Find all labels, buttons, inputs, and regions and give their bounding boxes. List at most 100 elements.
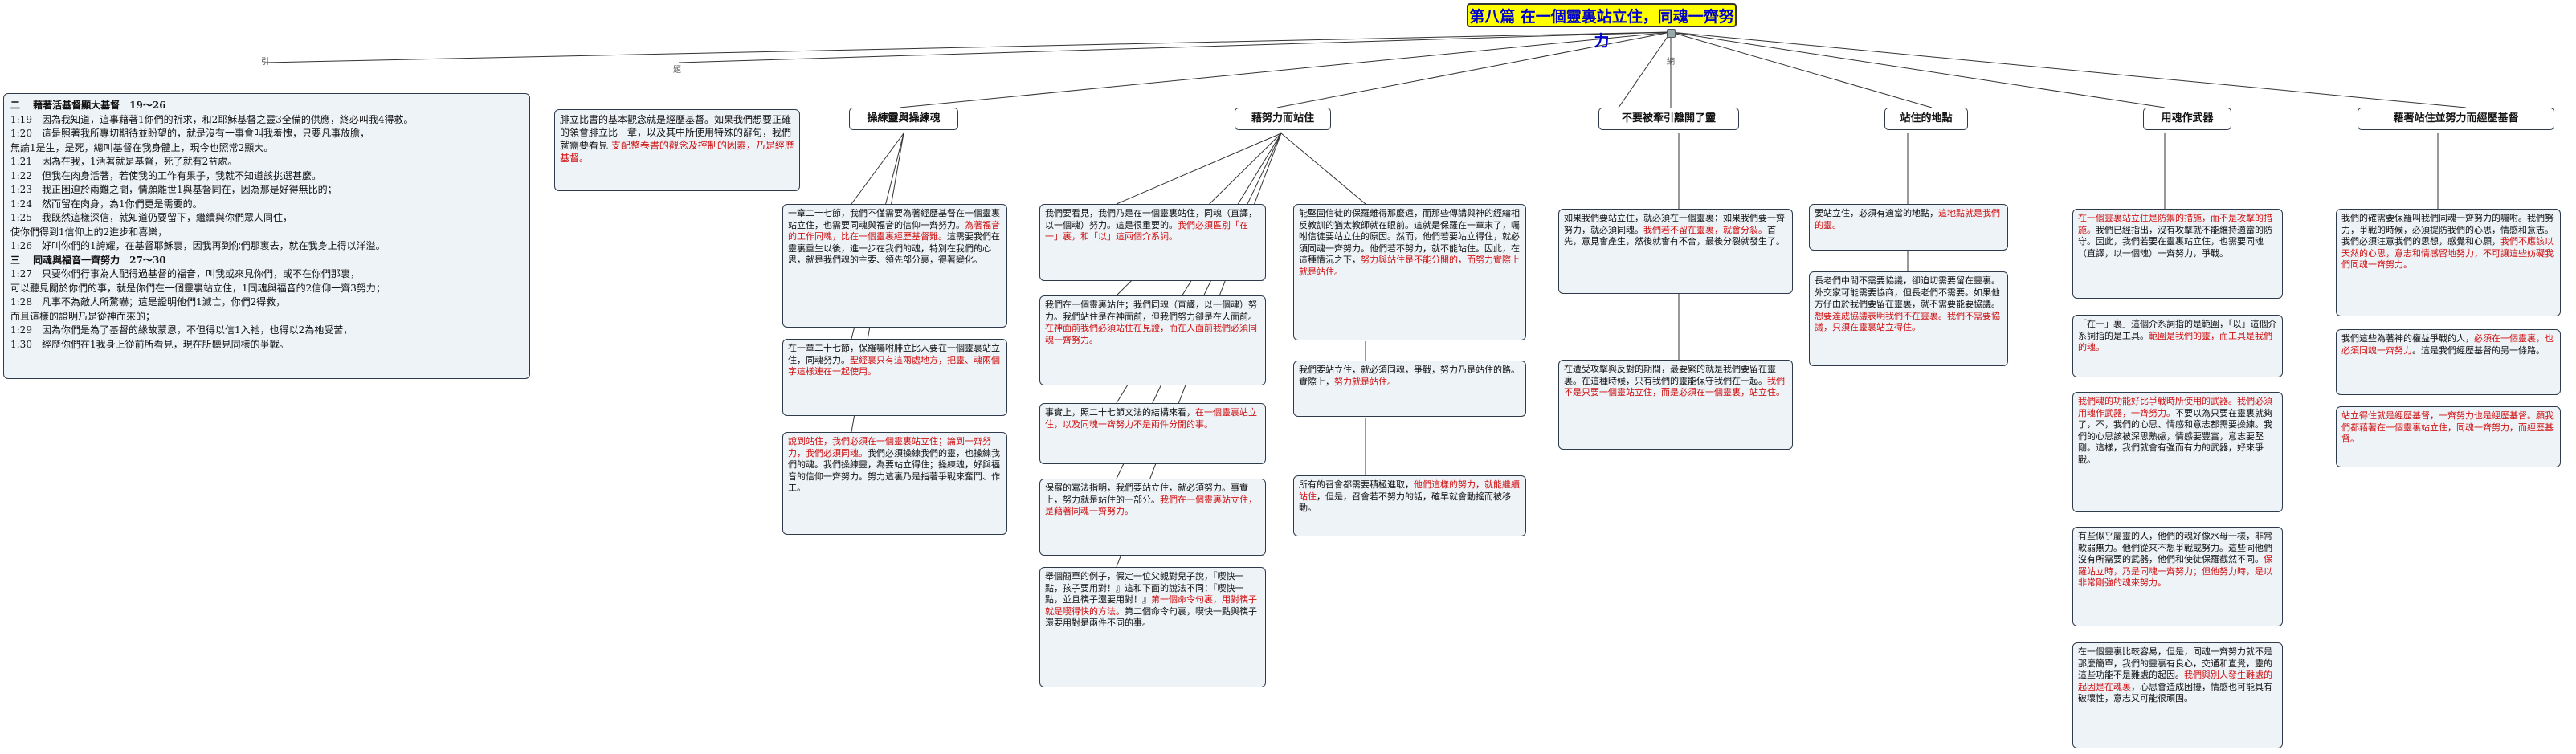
note-f3: 我們魂的功能好比爭戰時所使用的武器。我們必須用魂作武器，一齊努力。不要以為只要在… (2072, 392, 2283, 512)
note-text: ，心思會造成困擾，情感也可能具有破壞性，意志又可能很頑固。 (2078, 681, 2272, 704)
note-text: 腓立比書的基本觀念就是經歷基督。如果我們想要正確的領會腓立比一章，以及其中所使用… (560, 114, 792, 151)
note-b3: 事實上，照二十七節文法的結構來看，在一個靈裏站立住，以及同魂一齊努力不是兩件分開… (1039, 403, 1266, 464)
emphasis-text: 保羅站立時，乃是同魂一齊努力；但他努力時，是以非常剛強的魂來努力。 (2078, 554, 2272, 588)
note-b2: 我們在一個靈裏站住；我們同魂（直譯，以一個魂）努力。我們站住是在神面前，但我們努… (1039, 295, 1266, 385)
scripture-line: 使你們得到1信仰上的2進步和喜樂， (10, 226, 168, 238)
scripture-line: 1:27 只要你們行事為人配得過基督的福音，叫我或來見你們，或不在你們那裏， (10, 268, 360, 279)
emphasis-text: 努力就是站住。 (1334, 376, 1396, 387)
note-text: 我們要看見，我們乃是在一個靈裏站住，同魂（直譯，以一個魂）努力。這是很重要的。 (1045, 208, 1257, 230)
note-c1: 能堅固信徒的保羅離得那麼遠，而那些傳講與神的經綸相反教訓的猶太教師就在眼前。這就… (1293, 204, 1526, 340)
emphasis-text: 我們不應該以天然的心思，意志和情感留地努力，不可讓這些妨礙我們同魂一齊努力。 (2341, 236, 2554, 270)
emphasis-text: 支配整卷書的觀念及控制的因素，乃是經歷基督。 (560, 140, 794, 164)
emphasis-text: 在一個靈裏站立住是防禦的措施，而不是攻擊的措施。 (2078, 213, 2272, 235)
edge-label-right: 網 (1667, 58, 1675, 67)
note-text: 如果我們要站立住，就必須在一個靈裏；如果我們要一齊努力，就必須同魂。 (1564, 213, 1785, 235)
edge-label-left: 引 (261, 58, 269, 67)
topic-stand-by-striving[interactable]: 藉努力而站住 (1235, 108, 1331, 130)
note-c3: 所有的召會都需要積極進取，他們這樣的努力，就能繼續站住，但是，召會若不努力的話，… (1293, 475, 1526, 536)
emphasis-text: 他們這樣的努力，就能繼續站住 (1299, 479, 1520, 502)
emphasis-text: 在神面前我們必須站住在見證，而在人面前我們必須同魂一齊努力。 (1045, 323, 1257, 345)
note-text: 不要以為只要在靈裏就夠了，不，我們的心思、情感和意志都需要操練。我們的心思該被深… (2078, 407, 2272, 465)
note-text: 我們在一個靈裏站住；我們同魂（直譯，以一個魂）努力。我們站住是在神面前，但我們努… (1045, 300, 1257, 322)
note-e1: 要站立住，必須有適當的地點，這地點就是我們的靈。 (1809, 204, 2008, 251)
note-g1: 我們的確需要保羅叫我們同魂一齊努力的囑咐。我們努力，爭戰的時候，必須提防我們的心… (2336, 209, 2561, 316)
topic-exercise-spirit-soul[interactable]: 操練靈與操練魂 (849, 108, 958, 130)
note-f2: 「在一」裏」這個介系詞指的是範圍，「以」這個介系詞指的是工具。範圍是我們的靈，而… (2072, 315, 2283, 377)
emphasis-text: 第一個命令句裏，用對筷子就是喫得快的方法。 (1045, 594, 1257, 617)
scripture-line: 1:28 凡事不為敵人所驚嚇；這是證明他們1滅亡，你們2得救， (10, 296, 286, 308)
note-text: 「在一」裏」這個介系詞指的是範圍，「以」這個介系詞指的是工具。 (2078, 319, 2277, 341)
note-e2: 長老們中間不需要協議，卻迫切需要留在靈裏。外交家可能需要協商，但長老們不需要。如… (1809, 271, 2008, 366)
note-text: 保羅的寫法指明，我們要站立住，就必須努力。事實上，努力就是站住的一部分。 (1045, 483, 1248, 505)
emphasis-text: 努力與站住是不能分開的，而努力實際上就是站住。 (1299, 255, 1520, 277)
note-text: 。這是我們經歷基督的另一條路。 (2412, 344, 2545, 356)
note-text: 要站立住，必須有適當的地點， (1815, 208, 1938, 218)
scripture-line: 1:22 但我在肉身活著，若使我的工作有果子，我就不知道該挑選甚麼。 (10, 169, 321, 181)
note-b1: 我們要看見，我們乃是在一個靈裏站住，同魂（直譯，以一個魂）努力。這是很重要的。我… (1039, 204, 1266, 281)
topic-place-of-standing[interactable]: 站住的地點 (1884, 108, 1968, 130)
note-f5: 在一個靈裏比較容易，但是，同魂一齊努力就不是那麼簡單，我們的靈裏有良心，交通和直… (2072, 642, 2283, 748)
note-text: 在一章二十七節，保羅囑咐腓立比人要在一個靈裏站立住，同魂努力。 (788, 343, 1000, 365)
note-text: 能堅固信徒的保羅離得那麼遠，而那些傳講與神的經綸相反教訓的猶太教師就在眼前。這就… (1299, 208, 1520, 265)
note-a3: 說到站住，我們必須在一個靈裏站立住；論到一齊努力，我們必須同魂。我們必須操練我們… (782, 432, 1007, 535)
scripture-line: 1:23 我正困迫於兩難之間，情願離世1與基督同在，因為那是好得無比的； (10, 184, 337, 195)
emphasis-text: 我們魂的功能好比爭戰時所使用的武器。我們必須用魂作武器，一齊努力。 (2078, 396, 2272, 418)
scripture-line: 1:19 因為我知道，這事藉著1你們的祈求，和2耶穌基督之靈3全備的供應，終必叫… (10, 113, 414, 125)
note-g2: 我們這些為著神的權益爭戰的人，必須在一個靈裏，也必須同魂一齊努力。這是我們經歷基… (2336, 329, 2561, 395)
note-text: 我們要站立住，就必須同魂，爭戰，努力乃是站住的路。實際上， (1299, 365, 1520, 387)
note-g3: 站立得住就是經歷基督，一齊努力也是經歷基督。願我們都藉著在一個靈裏站立住，同魂一… (2336, 406, 2561, 467)
scripture-line: 1:25 我既然這樣深信，就知道仍要留下，繼續與你們眾人同住， (10, 212, 292, 223)
note-text: 長老們中間不需要協議，卻迫切需要留在靈裏。外交家可能需要協商，但長老們不需要。如… (1815, 275, 2000, 309)
emphasis-text: 我們不是只要一個靈站立住，而是必須在一個靈裏，站立住。 (1564, 375, 1785, 398)
note-text: 這需要我們在靈裏重生以後，進一步在我們的魂，特別在我們的心思，就是我們魂的主要、… (788, 231, 1000, 265)
note-text: 我們的確需要保羅叫我們同魂一齊努力的囑咐。我們努力，爭戰的時候，必須提防我們的心… (2341, 213, 2554, 247)
emphasis-text: 聖經裏只有這兩處地方，把靈、魂兩個字這樣連在一起使用。 (788, 354, 1000, 377)
note-d2: 在遭受攻擊與反對的期間，最要緊的就是我們要留在靈裏。在這種時候，只有我們的靈能保… (1558, 360, 1793, 450)
note-text: 在遭受攻擊與反對的期間，最要緊的就是我們要留在靈裏。在這種時候，只有我們的靈能保… (1564, 364, 1776, 386)
emphasis-text: 我們若不留在靈裏，就會分裂。 (1643, 224, 1767, 235)
emphasis-text: 為著福音的工作同魂，比在一個靈裏經歷基督難。 (788, 219, 1000, 243)
scripture-line: 1:30 經歷你們在1我身上從前所看見，現在所聽見同樣的爭戰。 (10, 338, 289, 350)
root-hub (1667, 29, 1676, 38)
scripture-line: 無論1是生，是死，總叫基督在我身體上，現今也照常2顯大。 (10, 141, 274, 153)
topic-experience-christ[interactable]: 藉著站住並努力而經歷基督 (2358, 108, 2554, 130)
edge-label-middle: 題 (673, 66, 681, 75)
emphasis-text: 必須在一個靈裏，也必須同魂一齊努力 (2341, 333, 2554, 356)
scripture-line: 而且這樣的證明乃是從神而來的； (10, 310, 156, 322)
note-b5: 舉個簡單的例子，假定一位父親對兒子說，『喫快一點，孩子要用對！』這和下面的說法不… (1039, 567, 1266, 687)
note-f4: 有些似乎屬靈的人，他們的魂好像水母一樣，非常軟弱無力。他們從來不想爭戰或努力。這… (2072, 527, 2283, 626)
note-text: 事實上，照二十七節文法的結構來看， (1045, 407, 1195, 418)
note-b4: 保羅的寫法指明，我們要站立住，就必須努力。事實上，努力就是站住的一部分。我們在一… (1039, 479, 1266, 556)
emphasis-text: 站立得住就是經歷基督，一齊努力也是經歷基督。願我們都藉著在一個靈裏站立住，同魂一… (2341, 410, 2554, 444)
scripture-line: 1:21 因為在我，1活著就是基督，死了就有2益處。 (10, 156, 238, 167)
note-a2: 在一章二十七節，保羅囑咐腓立比人要在一個靈裏站立住，同魂努力。聖經裏只有這兩處地… (782, 339, 1007, 416)
note-text: 我們已經指出，沒有攻擊就不能維持適當的防守。因此，我們若要在靈裏站立住，也需要同… (2078, 224, 2272, 259)
preface-box: 腓立比書的基本觀念就是經歷基督。如果我們想要正確的領會腓立比一章，以及其中所使用… (554, 109, 800, 191)
emphasis-text: 我們與別人發生難處的起因是在魂裏 (2078, 670, 2272, 692)
note-text: 有些似乎屬靈的人，他們的魂好像水母一樣，非常軟弱無力。他們從來不想爭戰或努力。這… (2078, 531, 2272, 564)
note-a1: 一章二十七節，我們不僅需要為著經歷基督在一個靈裏站立住，也需要同魂與福音的信仰一… (782, 204, 1007, 328)
note-text: 第二個命令句裏，喫快一點與筷子還要用對是兩件不同的事。 (1045, 605, 1257, 629)
note-text: 首先，意見會產生，然後就會有不合，最後分裂就發生了。 (1564, 224, 1785, 247)
note-text: 一章二十七節，我們不僅需要為著經歷基督在一個靈裏站立住，也需要同魂與福音的信仰一… (788, 208, 1000, 230)
topic-soul-as-weapon[interactable]: 用魂作武器 (2143, 108, 2231, 130)
scripture-line: 1:29 因為你們是為了基督的緣故蒙恩，不但得以信1入祂，也得以2為祂受苦， (10, 324, 353, 336)
emphasis-text: 我們必須區別「在一」裏，和「以」這兩個介系詞。 (1045, 219, 1248, 243)
note-d1: 如果我們要站立住，就必須在一個靈裏；如果我們要一齊努力，就必須同魂。我們若不留在… (1558, 209, 1793, 294)
emphasis-text: 想要達成協議表明我們不在靈裏。我們不需要協議，只須在靈裏站立得住。 (1815, 310, 2000, 333)
note-text: 所有的召會都需要積極進取， (1299, 479, 1414, 490)
note-text: 我們這些為著神的權益爭戰的人， (2341, 333, 2474, 344)
note-text: ，但是，召會若不努力的話，確早就會動搖而被移動。 (1299, 491, 1511, 514)
scripture-line: 1:24 然而留在肉身，為1你們更是需要的。 (10, 198, 202, 210)
topic-not-drawn-from-spirit[interactable]: 不要被牽引離開了靈 (1598, 108, 1739, 130)
note-text: 舉個簡單的例子，假定一位父親對兒子說，『喫快一點，孩子要用對！』這和下面的說法不… (1045, 571, 1244, 605)
root-title[interactable]: 第八篇 在一個靈裏站立住，同魂一齊努力 (1467, 3, 1737, 50)
note-c2: 我們要站立住，就必須同魂，爭戰，努力乃是站住的路。實際上，努力就是站住。 (1293, 361, 1526, 417)
emphasis-text: 在一個靈裏站立住，以及同魂一齊努力不是兩件分開的事。 (1045, 407, 1257, 430)
note-f1: 在一個靈裏站立住是防禦的措施，而不是攻擊的措施。我們已經指出，沒有攻擊就不能維持… (2072, 209, 2283, 299)
scripture-line: 1:20 這是照著我所專切期待並盼望的，就是沒有一事會叫我羞愧，只要凡事放膽， (10, 128, 369, 139)
emphasis-text: 我們在一個靈裏站立住，是藉著同魂一齊努力。 (1045, 494, 1257, 517)
note-text: 我們必須操練我們的靈，也操練我們的魂。我們操練靈，為要站立得住；操練魂，好與福音… (788, 447, 1000, 494)
note-text: 在一個靈裏比較容易，但是，同魂一齊努力就不是那麼簡單，我們的靈裏有良心，交通和直… (2078, 646, 2272, 680)
